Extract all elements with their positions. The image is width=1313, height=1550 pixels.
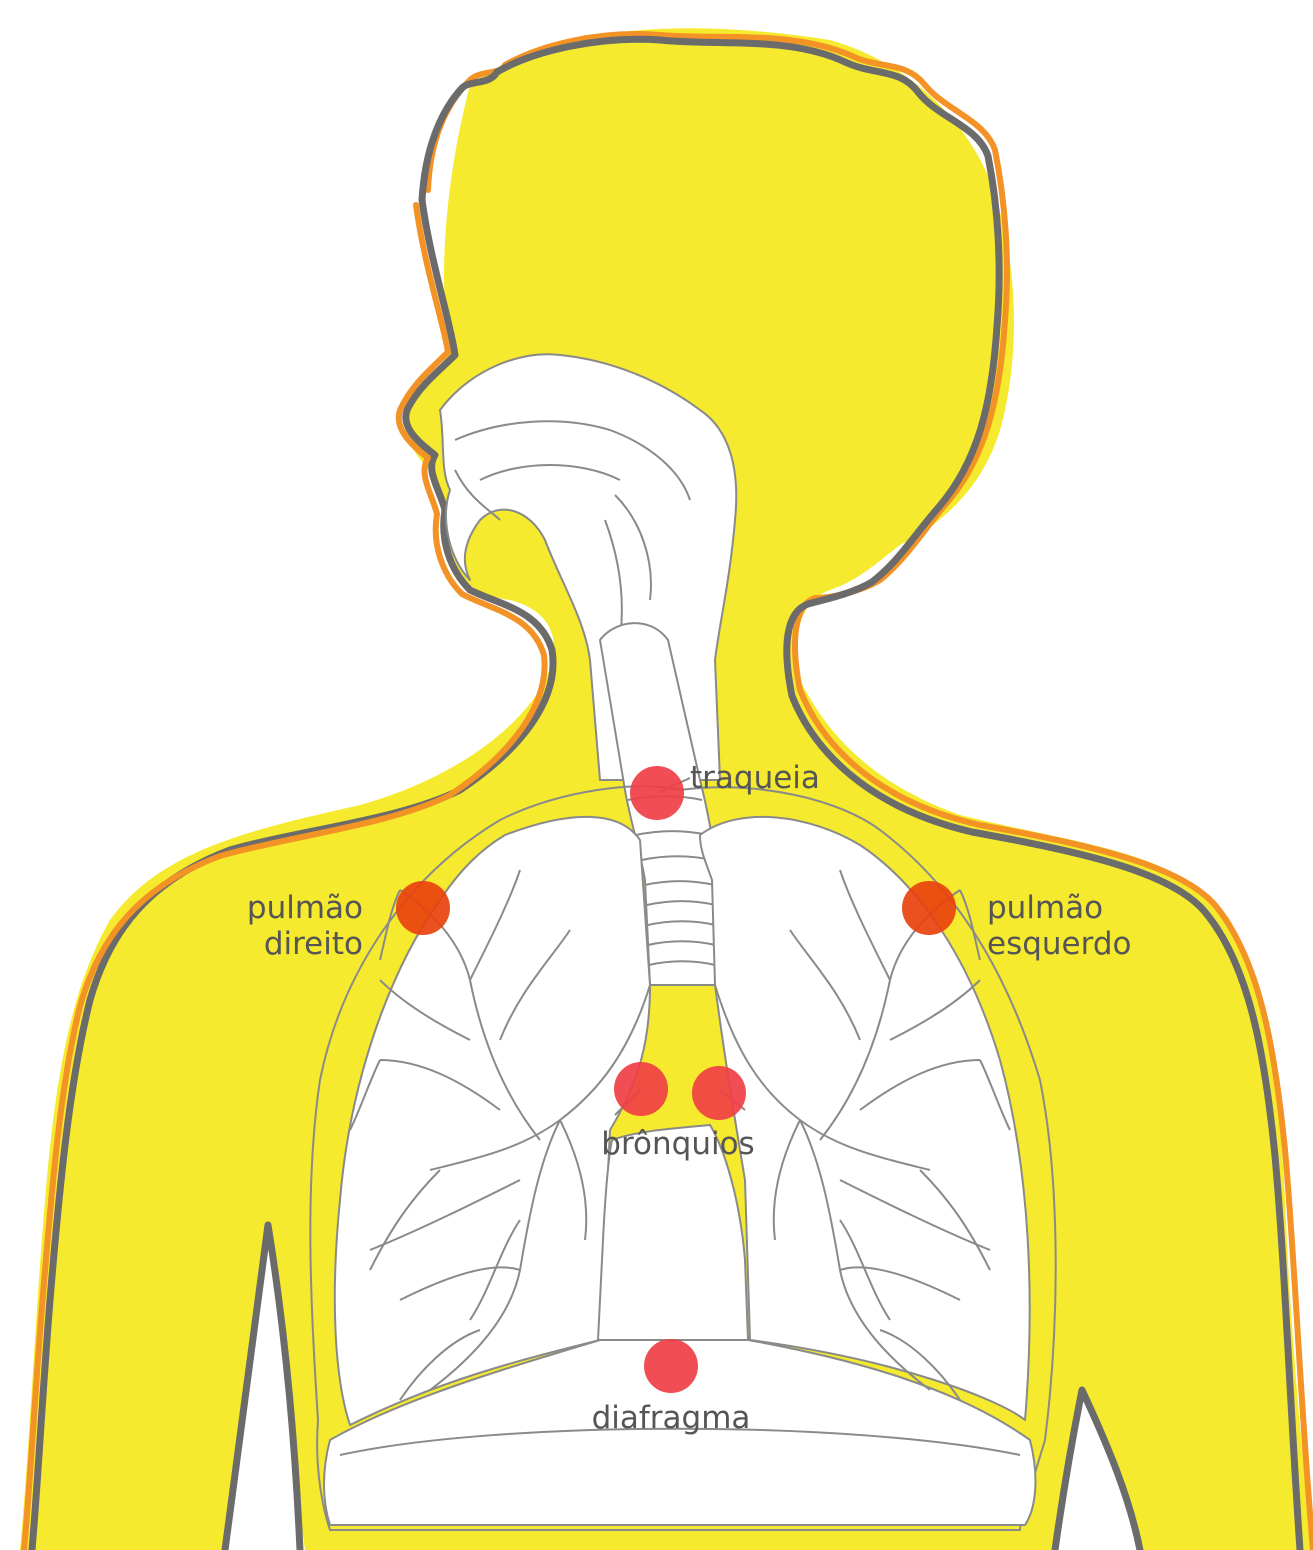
label-pulmao-direito-line2: direito bbox=[247, 926, 363, 962]
label-bronquios: brônquios bbox=[601, 1126, 754, 1162]
label-diafragma-text: diafragma bbox=[592, 1400, 751, 1436]
marker-traqueia bbox=[630, 766, 684, 820]
label-traqueia-text: traqueia bbox=[690, 760, 820, 796]
marker-bronquio-right bbox=[614, 1062, 668, 1116]
label-bronquios-text: brônquios bbox=[601, 1126, 754, 1162]
label-pulmao-esquerdo-line1: pulmão bbox=[987, 890, 1131, 926]
marker-diafragma bbox=[644, 1339, 698, 1393]
marker-pulmao-esquerdo bbox=[902, 881, 956, 935]
label-traqueia: traqueia bbox=[690, 760, 820, 796]
label-pulmao-esquerdo: pulmão esquerdo bbox=[987, 890, 1131, 962]
marker-pulmao-direito bbox=[396, 881, 450, 935]
label-pulmao-esquerdo-line2: esquerdo bbox=[987, 926, 1131, 962]
marker-bronquio-left bbox=[692, 1066, 746, 1120]
label-pulmao-direito: pulmão direito bbox=[247, 890, 363, 962]
label-pulmao-direito-line1: pulmão bbox=[247, 890, 363, 926]
label-diafragma: diafragma bbox=[592, 1400, 751, 1436]
